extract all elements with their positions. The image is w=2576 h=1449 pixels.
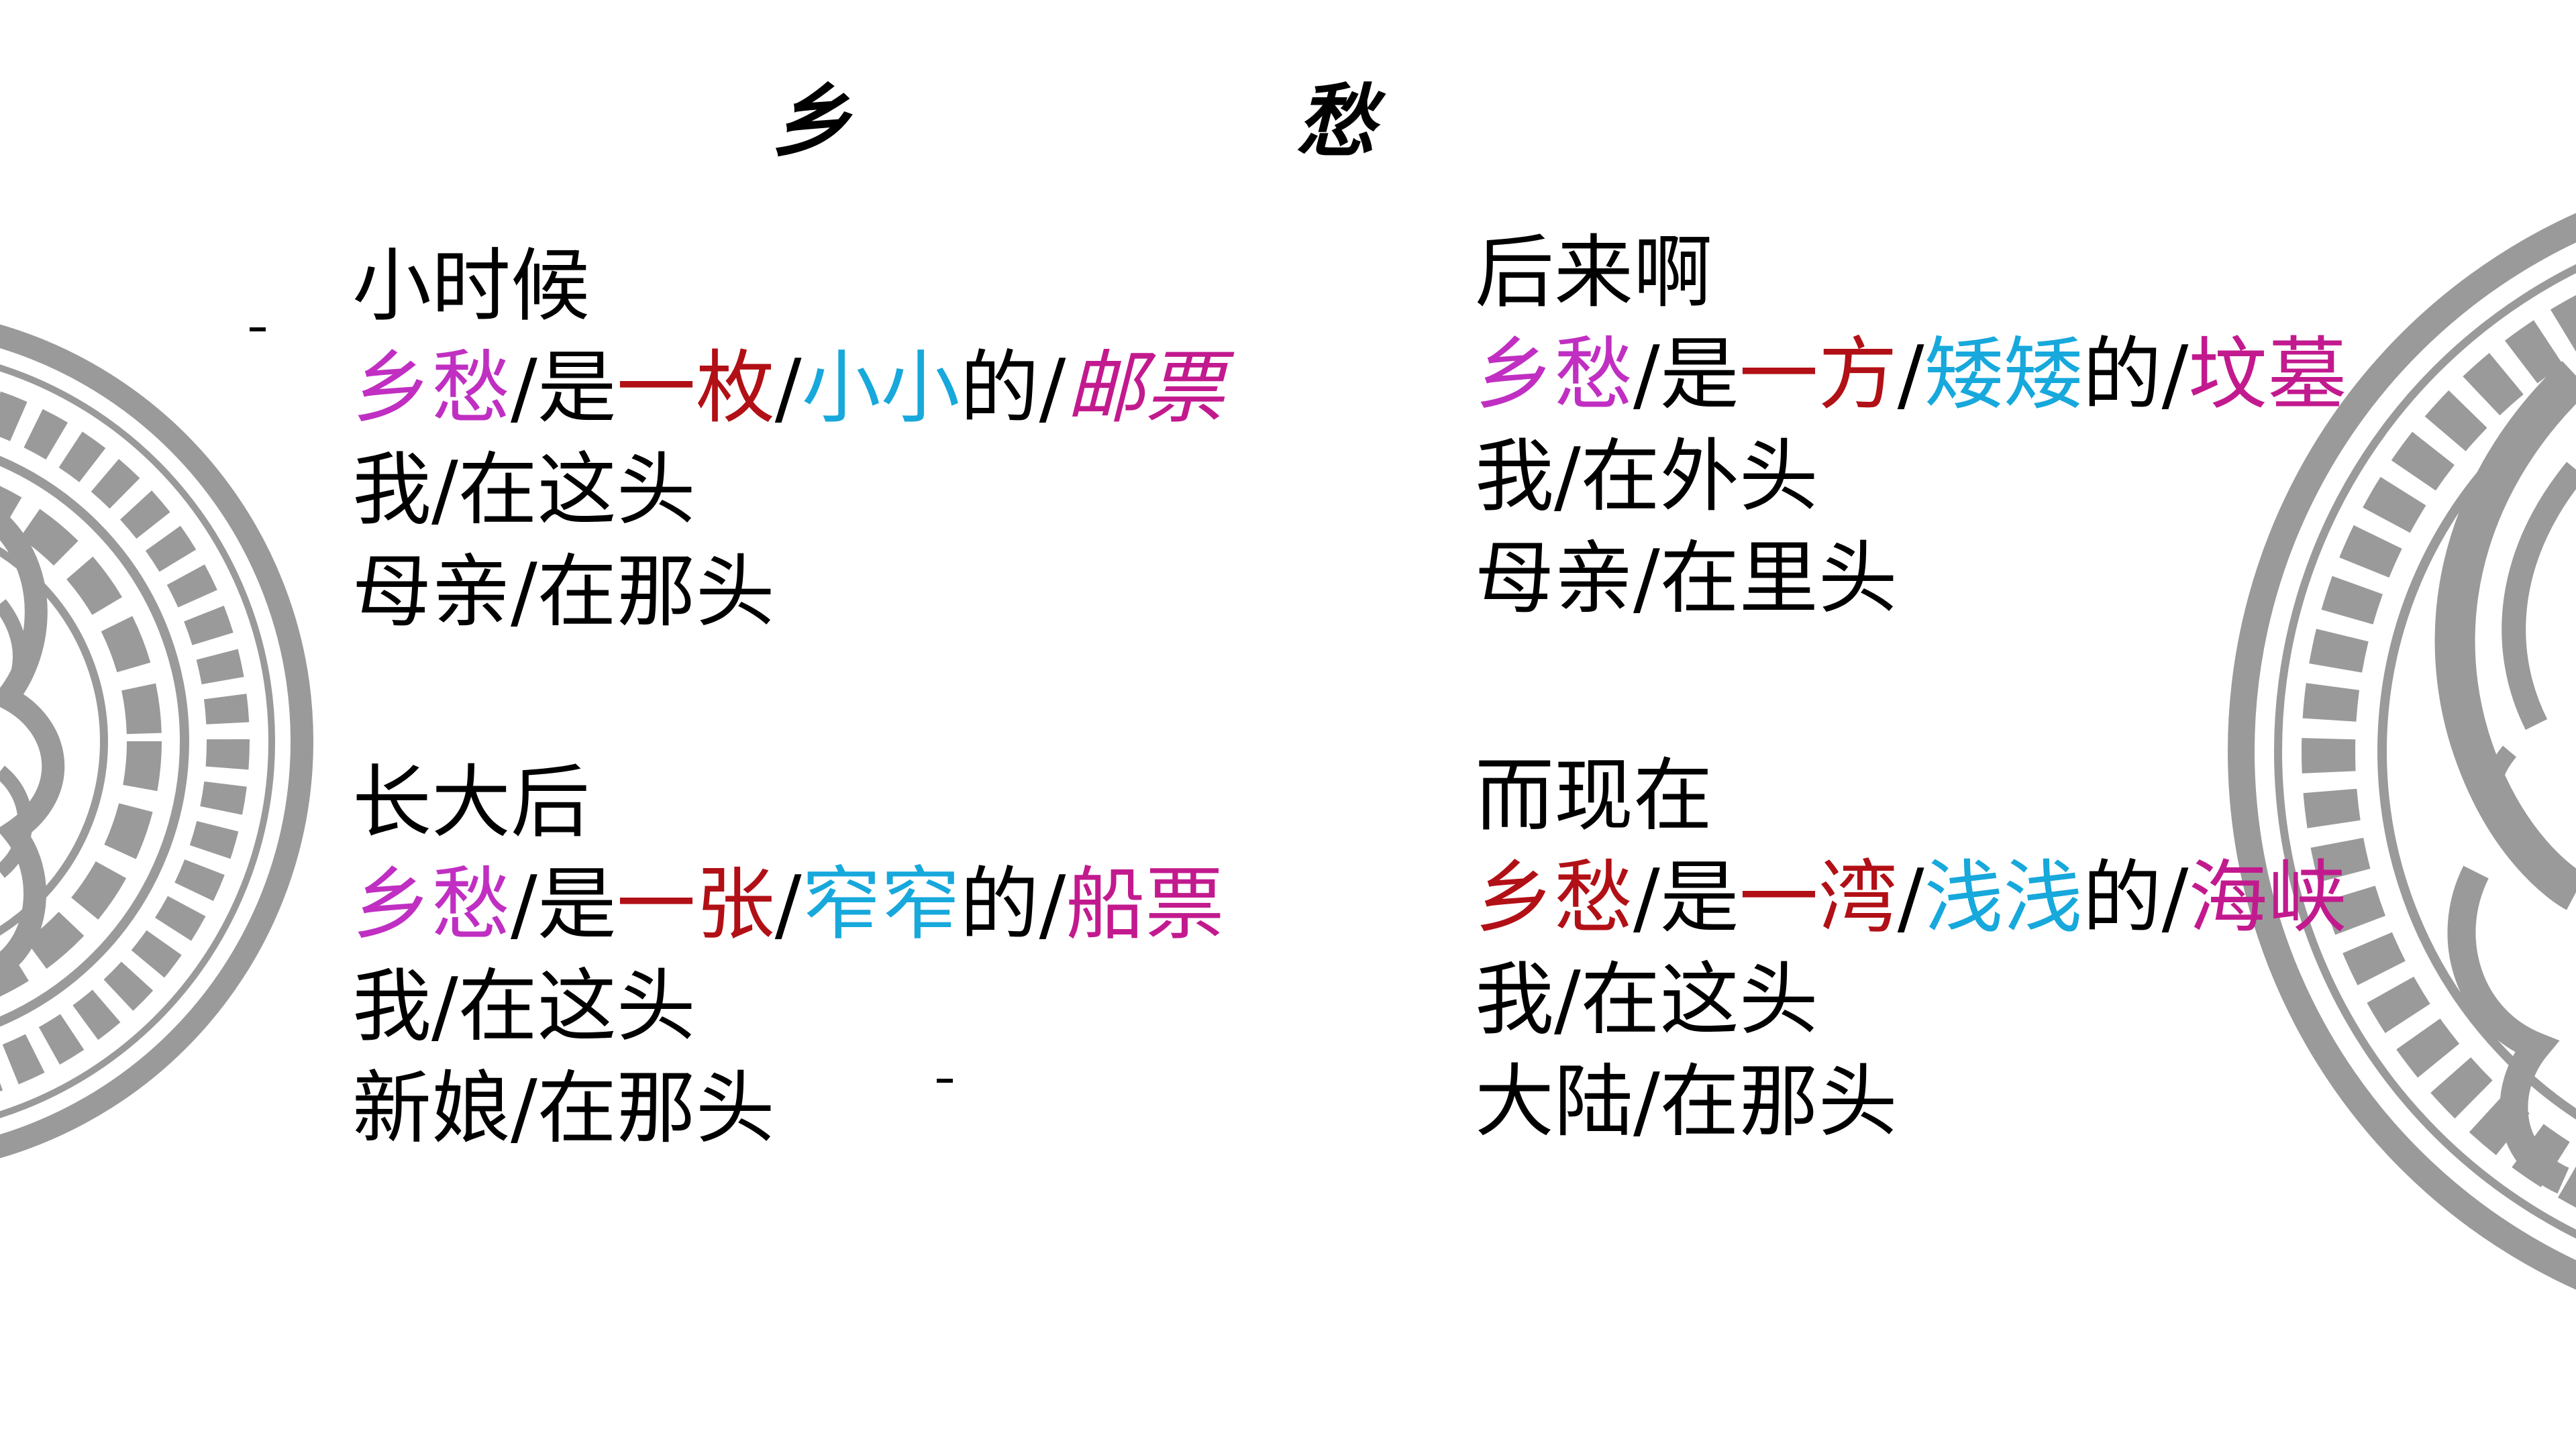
poem-line: 后来啊 xyxy=(1475,221,2347,323)
poem-segment: 船票 xyxy=(1066,858,1225,951)
stanza-childhood: 小时候乡愁/是一枚/小小的/邮票我/在这头母亲/在那头 xyxy=(352,235,1224,643)
poem-segment: 乡愁 xyxy=(352,858,511,951)
poem-segment: 的/ xyxy=(2082,328,2189,421)
poem-segment: 我/在这头 xyxy=(1475,953,1818,1046)
stray-mark xyxy=(250,327,266,331)
title-char-xiang: 乡 xyxy=(772,74,852,168)
title-char-chou: 愁 xyxy=(1296,74,1376,168)
poem-segment: 小时候 xyxy=(352,239,590,332)
poem-segment: 的/ xyxy=(2082,851,2189,944)
poem-segment: 小小 xyxy=(801,341,960,434)
left-ornament-medallion xyxy=(0,324,313,1159)
poem-segment: 一湾 xyxy=(1739,851,1898,944)
poem-line: 母亲/在那头 xyxy=(352,541,1224,643)
poem-segment: 浅浅 xyxy=(1924,851,2083,944)
poem-line: 我/在外头 xyxy=(1475,425,2347,527)
poem-segment: 母亲/在那头 xyxy=(352,545,775,638)
poem-segment: /是 xyxy=(511,341,617,434)
stanza-later: 后来啊乡愁/是一方/矮矮的/坟墓我/在外头母亲/在里头 xyxy=(1475,221,2347,629)
stanza-grown-up: 长大后乡愁/是一张/窄窄的/船票我/在这头新娘/在那头 xyxy=(352,751,1224,1159)
poem-segment: /是 xyxy=(1633,851,1739,944)
poem-segment: 一张 xyxy=(616,858,775,951)
right-ornament-medallion xyxy=(2228,213,2576,1290)
poem-segment: 一枚 xyxy=(616,341,775,434)
poem-segment: / xyxy=(1897,851,1924,944)
poem-line: 我/在这头 xyxy=(1475,949,2347,1051)
poem-segment: 长大后 xyxy=(352,756,590,849)
poem-line: 乡愁/是一张/窄窄的/船票 xyxy=(352,853,1224,955)
poem-segment: 大陆/在那头 xyxy=(1475,1055,1898,1148)
poem-segment: / xyxy=(1897,328,1924,421)
poem-line: 长大后 xyxy=(352,751,1224,853)
poem-line: 乡愁/是一方/矮矮的/坟墓 xyxy=(1475,323,2347,425)
poem-line: 大陆/在那头 xyxy=(1475,1051,2347,1152)
poem-line: 而现在 xyxy=(1475,745,2347,847)
poem-segment: 我/在这头 xyxy=(352,443,696,536)
poem-line: 我/在这头 xyxy=(352,955,1224,1057)
poem-segment: 乡愁 xyxy=(1475,851,1634,944)
poem-segment: 一方 xyxy=(1739,328,1898,421)
poem-segment: 后来啊 xyxy=(1475,226,1713,319)
poem-segment: 新娘/在那头 xyxy=(352,1062,775,1155)
poem-line: 新娘/在那头 xyxy=(352,1057,1224,1159)
poem-segment: 乡愁 xyxy=(1475,328,1634,421)
poem-segment: 矮矮 xyxy=(1924,328,2083,421)
poem-segment: 海峡 xyxy=(2188,851,2347,944)
poem-segment: 母亲/在里头 xyxy=(1475,532,1898,625)
stanza-now: 而现在乡愁/是一湾/浅浅的/海峡我/在这头大陆/在那头 xyxy=(1475,745,2347,1152)
poem-line: 乡愁/是一湾/浅浅的/海峡 xyxy=(1475,847,2347,949)
poem-segment: 窄窄 xyxy=(801,858,960,951)
poem-segment: 我/在这头 xyxy=(352,960,696,1053)
poem-segment: / xyxy=(774,341,802,434)
poem-line: 母亲/在里头 xyxy=(1475,527,2347,629)
stray-mark xyxy=(937,1079,953,1083)
poem-segment: 我/在外头 xyxy=(1475,430,1818,523)
poem-segment: /是 xyxy=(1633,328,1739,421)
poem-segment: 乡愁 xyxy=(352,341,511,434)
poem-title: 乡 愁 xyxy=(772,64,1376,168)
poem-line: 乡愁/是一枚/小小的/邮票 xyxy=(352,337,1224,439)
poem-segment: /是 xyxy=(511,858,617,951)
poem-segment: / xyxy=(774,858,802,951)
poem-segment: 坟墓 xyxy=(2188,328,2347,421)
poem-segment: 邮票 xyxy=(1066,341,1225,434)
poem-segment: 的/ xyxy=(960,858,1066,951)
poem-segment: 的/ xyxy=(960,341,1066,434)
poem-line: 小时候 xyxy=(352,235,1224,337)
poem-segment: 而现在 xyxy=(1475,749,1713,842)
poem-line: 我/在这头 xyxy=(352,439,1224,541)
